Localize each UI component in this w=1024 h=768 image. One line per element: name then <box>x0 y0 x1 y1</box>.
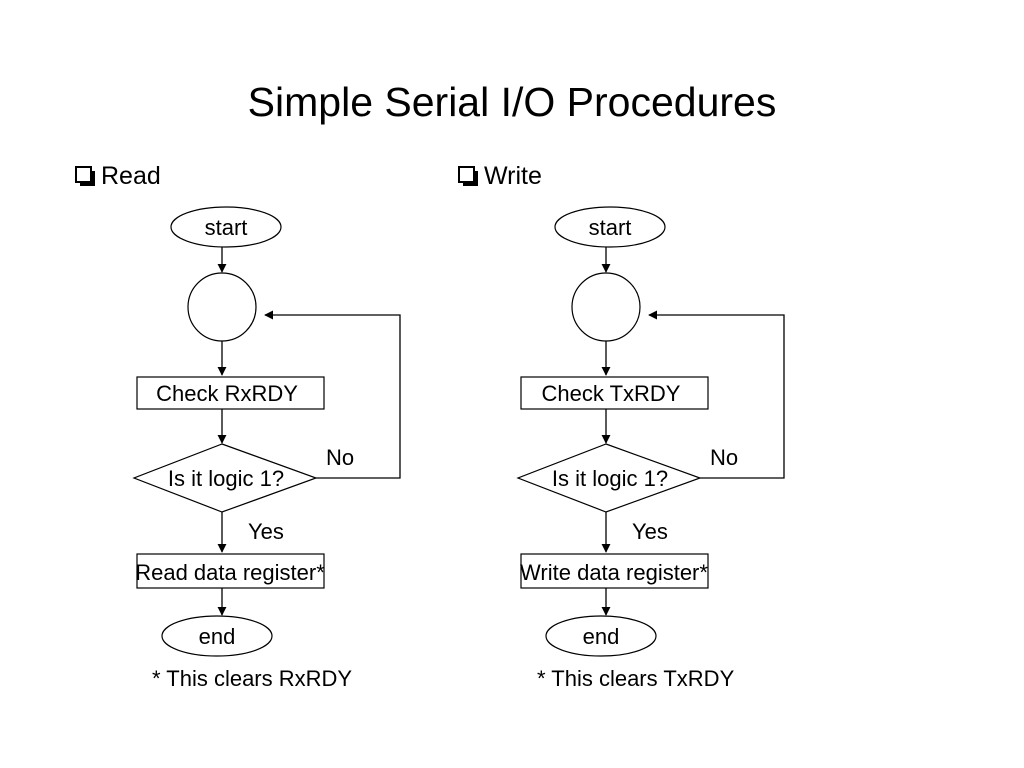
checkbox-bullet-icon <box>458 166 478 186</box>
write-heading-label: Write <box>484 162 542 190</box>
read-heading: Read <box>75 160 161 192</box>
read-footnote: * This clears RxRDY <box>152 666 352 691</box>
read-no-loop-arrow <box>264 310 401 479</box>
read-check-label: Check RxRDY <box>156 381 298 406</box>
read-end-label: end <box>199 624 236 649</box>
write-action-box <box>520 553 709 589</box>
read-check-box <box>136 376 325 410</box>
write-check-label: Check TxRDY <box>542 381 681 406</box>
write-footnote: * This clears TxRDY <box>537 666 735 691</box>
write-loop-connector <box>571 272 641 342</box>
read-action-box <box>136 553 325 589</box>
write-end-terminal <box>545 615 657 657</box>
write-heading: Write <box>458 160 542 192</box>
read-decision-label: Is it logic 1? <box>168 466 284 491</box>
write-no-label: No <box>710 445 738 470</box>
write-no-loop-arrow <box>648 310 785 479</box>
read-start-label: start <box>205 215 248 240</box>
write-check-box <box>520 376 709 410</box>
write-decision-label: Is it logic 1? <box>552 466 668 491</box>
write-start-label: start <box>589 215 632 240</box>
checkbox-bullet-icon <box>75 166 95 186</box>
read-start-terminal <box>170 206 282 248</box>
write-start-terminal <box>554 206 666 248</box>
page-title: Simple Serial I/O Procedures <box>247 79 777 125</box>
read-end-terminal <box>161 615 273 657</box>
write-end-label: end <box>583 624 620 649</box>
write-yes-label: Yes <box>632 519 668 544</box>
read-action-label: Read data register* <box>135 560 325 585</box>
read-loop-connector <box>187 272 257 342</box>
read-yes-label: Yes <box>248 519 284 544</box>
write-flowchart: start Check TxRDY Is it logic 1? No Yes … <box>516 206 785 691</box>
read-flowchart: start Check RxRDY Is it logic 1? No Yes … <box>132 206 401 691</box>
read-no-label: No <box>326 445 354 470</box>
read-heading-label: Read <box>101 162 161 190</box>
write-action-label: Write data register* <box>520 560 708 585</box>
